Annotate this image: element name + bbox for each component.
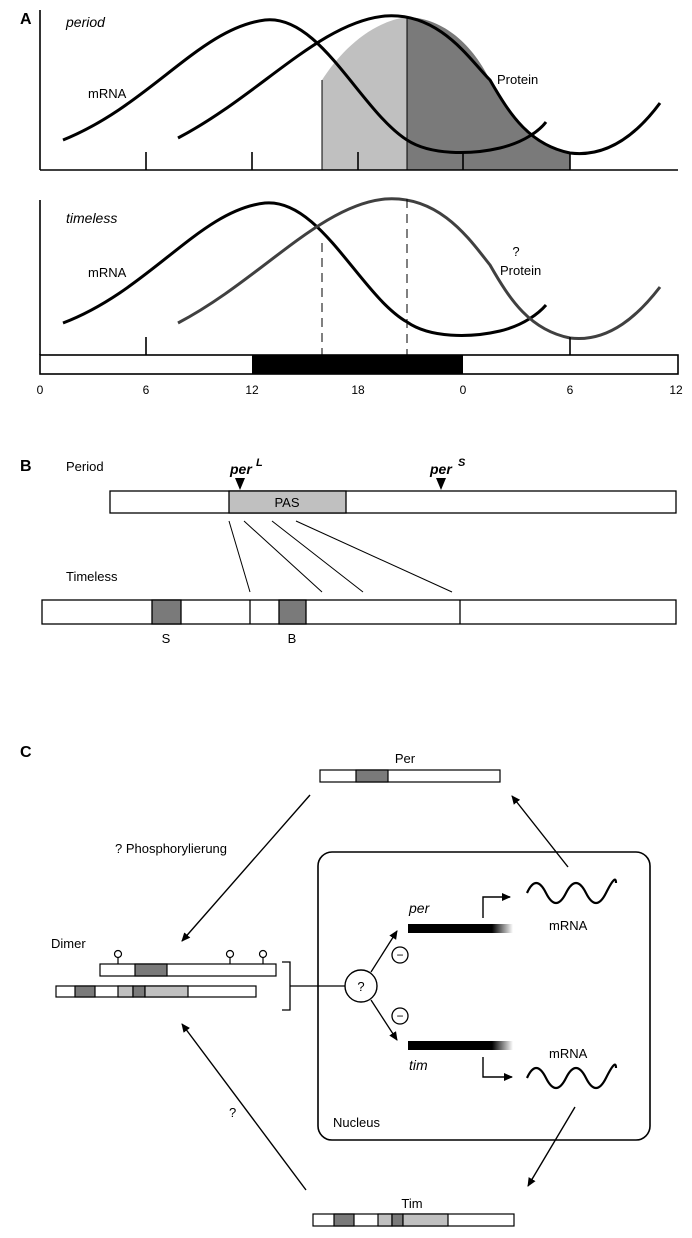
tick-label: 12: [245, 383, 259, 397]
dimer-per-bar: [99, 963, 277, 977]
tim-gene-bar: [408, 1041, 513, 1050]
tim-gene-label: tim: [409, 1057, 428, 1073]
nucleus-label: Nucleus: [333, 1115, 380, 1130]
phosphate-icon: [258, 949, 268, 964]
timeless-protein-curve: [177, 197, 662, 341]
phosphate-icon: [113, 949, 123, 964]
period-protein-dark-area: [407, 17, 570, 170]
time-axis-labels: 0 6 12 18 0 6 12: [37, 383, 683, 397]
timeless-protein-question: ?: [512, 244, 519, 259]
timeless-ticks: [145, 337, 571, 355]
tim-protein-label: Tim: [401, 1196, 422, 1211]
per-long-arrowhead: [235, 478, 245, 490]
tick-label: 6: [143, 383, 150, 397]
tim-transcription-arrow: [482, 1057, 513, 1081]
dimer-bracket: [282, 961, 345, 1011]
minus-icon: −: [391, 946, 409, 964]
timeless-plot: timeless mRNA ? Protein: [39, 197, 679, 375]
tick-label: 18: [351, 383, 365, 397]
panel-c-letter: C: [20, 744, 32, 761]
per-transcription-arrow: [482, 893, 511, 918]
svg-text:−: −: [396, 1009, 403, 1023]
per-short-text: per: [429, 461, 453, 477]
inhibit-tim-arrow: [370, 999, 398, 1041]
domain-b-label: B: [288, 631, 297, 646]
dimer-tim-bar: [55, 985, 257, 998]
per-gene-bar: [408, 924, 513, 933]
tim-protein-bar: [312, 1213, 515, 1227]
timeless-protein-name: Timeless: [66, 569, 118, 584]
tick-label: 6: [567, 383, 574, 397]
per-long-text: per: [229, 461, 253, 477]
period-mrna-label: mRNA: [88, 86, 127, 101]
phosphate-icon: [225, 949, 235, 964]
inhibit-per-arrow: [370, 930, 398, 973]
per-long-marker: per L: [229, 457, 263, 490]
per-protein-label: Per: [395, 751, 416, 766]
timeless-protein-bar: [41, 599, 677, 625]
timeless-protein-label: Protein: [500, 263, 541, 278]
dimer-label: Dimer: [51, 936, 86, 951]
tick-label: 0: [37, 383, 44, 397]
pas-connector-lines: [228, 520, 453, 593]
per-short-arrowhead: [436, 478, 446, 490]
period-protein-bar: [109, 490, 677, 514]
domain-s-label: S: [162, 631, 171, 646]
period-protein-label: Protein: [497, 72, 538, 87]
domain-b: [278, 599, 307, 625]
period-title: period: [65, 14, 106, 30]
question-circle-text: ?: [357, 979, 364, 994]
per-gene-label: per: [408, 900, 431, 916]
tim-export-arrow: [527, 1106, 576, 1187]
period-protein-light-area: [322, 17, 407, 170]
pas-domain: [228, 490, 347, 514]
nucleus-box: [317, 851, 651, 1141]
domain-s: [151, 599, 182, 625]
phosphorylation-label: ? Phosphorylierung: [115, 841, 227, 856]
per-export-arrow: [511, 795, 569, 868]
tim-pathway-question: ?: [229, 1105, 236, 1120]
timeless-mrna-label: mRNA: [88, 265, 127, 280]
minus-icon: −: [391, 1007, 409, 1025]
panel-a-letter: A: [20, 11, 32, 28]
per-protein-bar: [319, 769, 501, 783]
period-plot: period mRNA Protein: [39, 10, 678, 171]
per-mrna-wave: [525, 878, 618, 905]
period-mrna-curve: [62, 18, 548, 155]
per-short-marker: per S: [429, 457, 466, 490]
tim-to-dimer-arrow: [181, 1023, 307, 1191]
panel-b-letter: B: [20, 458, 32, 475]
per-short-sup: S: [458, 457, 466, 469]
period-protein-curve: [177, 14, 662, 156]
per-long-sup: L: [256, 457, 263, 469]
tim-mrna-label: mRNA: [549, 1046, 588, 1061]
tick-label: 12: [669, 383, 683, 397]
timeless-mrna-curve: [62, 201, 548, 337]
dark-phase-bar: [252, 355, 463, 374]
pas-label: PAS: [274, 495, 299, 510]
per-mrna-label: mRNA: [549, 918, 588, 933]
per-to-dimer-arrow: [181, 794, 311, 942]
tim-mrna-wave: [525, 1063, 618, 1090]
period-ticks: [145, 152, 571, 170]
tick-label: 0: [460, 383, 467, 397]
timeless-title: timeless: [66, 210, 117, 226]
period-protein-name: Period: [66, 459, 104, 474]
svg-text:−: −: [396, 948, 403, 962]
